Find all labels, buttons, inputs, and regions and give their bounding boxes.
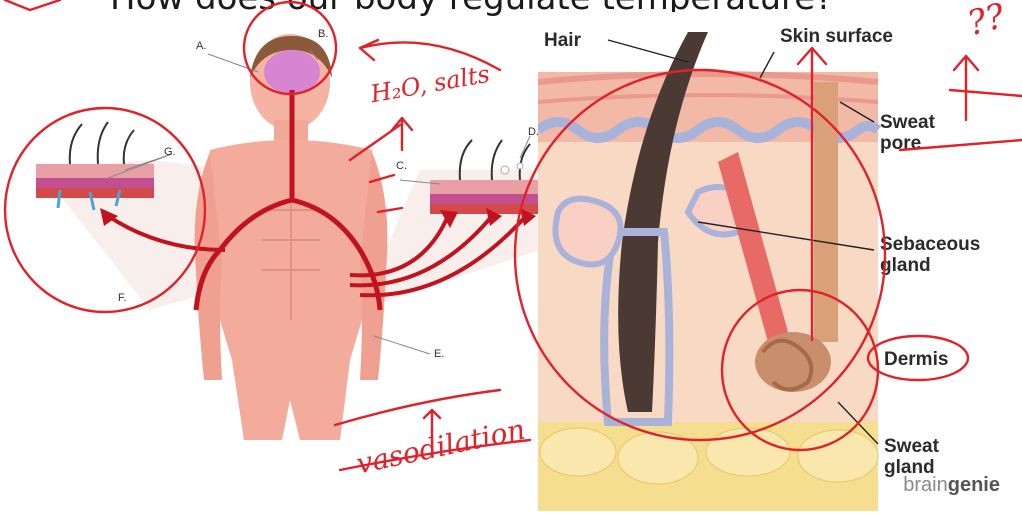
human-figure [195, 34, 388, 440]
label-skin-surface: Skin surface [780, 26, 893, 47]
fat-layer [538, 422, 878, 511]
label-e: E. [434, 348, 444, 360]
label-a: A. [196, 40, 206, 52]
brand-logo: braingenie [903, 474, 1000, 497]
label-g: G. [164, 146, 176, 158]
skin-diagram: Hair Skin surface Sweat pore Sebaceous g… [538, 12, 1022, 511]
label-sebaceous-gland: Sebaceous gland [880, 234, 1010, 276]
sweat-duct [814, 82, 838, 342]
sweat-gland-coil [755, 332, 831, 392]
label-hair: Hair [544, 30, 581, 51]
label-sweat-pore: Sweat pore [880, 112, 970, 154]
label-f: F. [118, 292, 127, 304]
label-b: B. [318, 28, 328, 40]
label-sweat-gland: Sweat gland [884, 436, 964, 478]
label-c: C. [396, 160, 407, 172]
label-dermis: Dermis [884, 349, 948, 370]
